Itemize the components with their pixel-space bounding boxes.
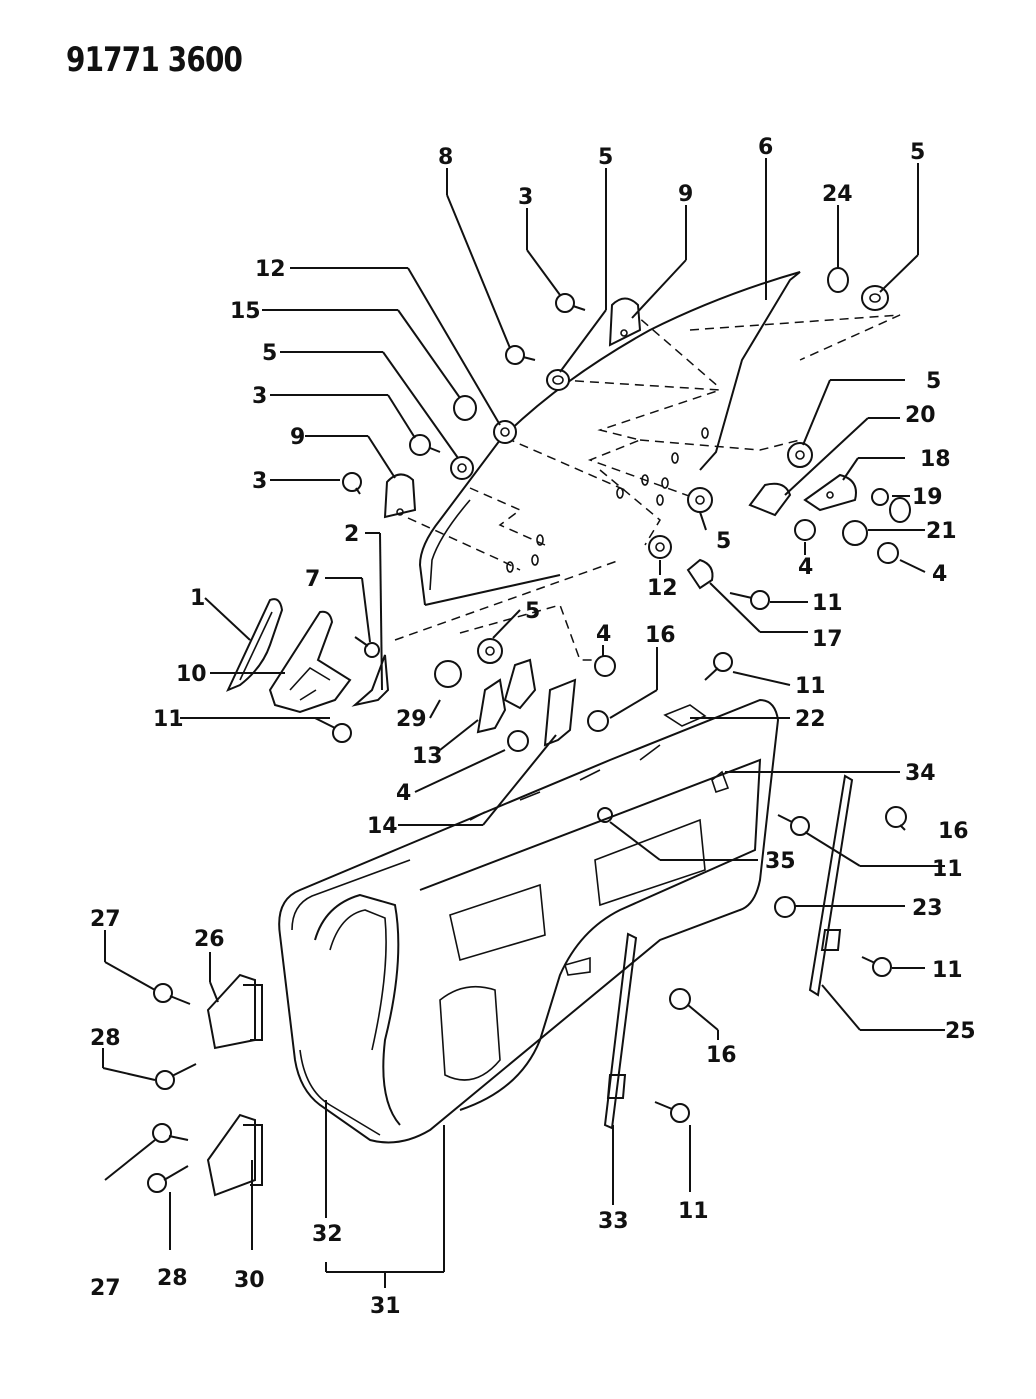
glass-channels: [603, 774, 854, 1130]
callout-28: 28: [157, 1266, 188, 1291]
callout-15: 15: [230, 299, 261, 324]
callout-11: 11: [153, 707, 184, 732]
callout-5: 5: [716, 529, 731, 554]
callout-11: 11: [932, 958, 963, 983]
callout-4: 4: [396, 781, 411, 806]
callout-30: 30: [234, 1268, 265, 1293]
callout-34: 34: [905, 761, 936, 786]
door-shell: [278, 698, 780, 1144]
callout-11: 11: [932, 857, 963, 882]
callout-11: 11: [795, 674, 826, 699]
callout-4: 4: [596, 622, 611, 647]
callout-16: 16: [645, 623, 676, 648]
callout-3: 3: [252, 469, 267, 494]
callout-5: 5: [910, 140, 925, 165]
callout-27: 27: [90, 907, 121, 932]
callout-18: 18: [920, 447, 951, 472]
callout-21: 21: [926, 519, 957, 544]
callout-5: 5: [598, 145, 613, 170]
callout-4: 4: [932, 562, 947, 587]
callout-31: 31: [370, 1294, 401, 1319]
callout-35: 35: [765, 849, 796, 874]
callout-12: 12: [255, 257, 286, 282]
callout-11: 11: [678, 1199, 709, 1224]
leader-lines: [102, 158, 945, 1288]
callout-7: 7: [305, 567, 320, 592]
callout-3: 3: [518, 185, 533, 210]
callout-5: 5: [262, 341, 277, 366]
callout-4: 4: [798, 555, 813, 580]
callout-2: 2: [344, 522, 359, 547]
door-hinges: [206, 973, 263, 1197]
callout-1: 1: [190, 586, 205, 611]
glass-holes: [506, 427, 709, 573]
callout-6: 6: [758, 135, 773, 160]
callout-16: 16: [938, 819, 969, 844]
callout-11: 11: [812, 591, 843, 616]
callout-27: 27: [90, 1276, 121, 1301]
callout-26: 26: [194, 927, 225, 952]
callout-19: 19: [912, 485, 943, 510]
callout-17: 17: [812, 627, 843, 652]
callout-9: 9: [290, 425, 305, 450]
callout-14: 14: [367, 814, 398, 839]
callout-22: 22: [795, 707, 826, 732]
callout-labels: 8 5 6 5 3 9 24 12 15 5 3 5 20 9 18 3 19 …: [90, 135, 976, 1319]
callout-5: 5: [525, 599, 540, 624]
callout-13: 13: [412, 744, 443, 769]
callout-3: 3: [252, 384, 267, 409]
callout-29: 29: [396, 707, 427, 732]
callout-9: 9: [678, 182, 693, 207]
callout-10: 10: [176, 662, 207, 687]
callout-5: 5: [926, 369, 941, 394]
callout-20: 20: [905, 403, 936, 428]
callout-16: 16: [706, 1043, 737, 1068]
fasteners: [147, 267, 911, 1193]
regulator-bits: [476, 658, 577, 747]
callout-25: 25: [945, 1019, 976, 1044]
callout-33: 33: [598, 1209, 629, 1234]
callout-24: 24: [822, 182, 853, 207]
drawing-number: 91771 3600: [66, 40, 243, 80]
callout-28: 28: [90, 1026, 121, 1051]
callout-12: 12: [647, 576, 678, 601]
mirror-assembly: [226, 598, 390, 714]
door-glass: [418, 271, 801, 606]
callout-8: 8: [438, 145, 453, 170]
callout-32: 32: [312, 1222, 343, 1247]
callout-23: 23: [912, 896, 943, 921]
